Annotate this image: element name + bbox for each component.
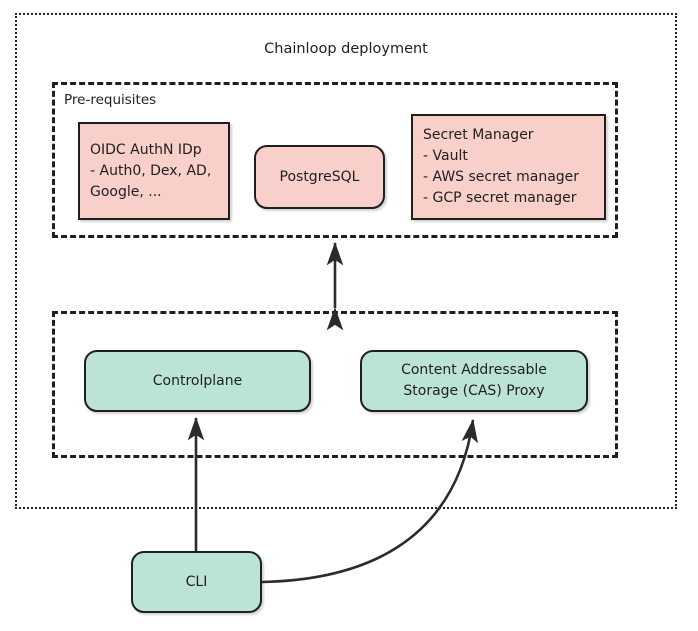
- node-cas-proxy-line-2: Storage (CAS) Proxy: [403, 383, 545, 399]
- node-secret-manager-line-1: Secret Manager: [423, 127, 534, 143]
- node-postgresql-label: PostgreSQL: [279, 168, 360, 185]
- node-cli[interactable]: CLI: [131, 551, 262, 613]
- node-secret-manager-line-2: - Vault: [423, 148, 468, 164]
- node-oidc-line-3: Google, ...: [90, 183, 162, 200]
- node-cas-proxy-line-1: Content Addressable: [401, 362, 547, 378]
- group-pre-requisites: [52, 82, 618, 238]
- group-pre-requisites-label: Pre-requisites: [64, 92, 157, 108]
- node-controlplane-label: Controlplane: [152, 372, 243, 389]
- node-postgresql[interactable]: PostgreSQL: [254, 145, 385, 209]
- node-secret-manager-line-3: - AWS secret manager: [423, 169, 580, 185]
- node-cas-proxy[interactable]: Content Addressable Storage (CAS) Proxy: [360, 350, 588, 412]
- node-oidc-authn-idp[interactable]: OIDC AuthN IDp - Auth0, Dex, AD, Google,…: [78, 122, 230, 220]
- node-oidc-line-1: OIDC AuthN IDp: [90, 141, 202, 158]
- node-cli-label: CLI: [185, 573, 208, 590]
- node-controlplane[interactable]: Controlplane: [84, 350, 311, 412]
- node-secret-manager[interactable]: Secret Manager - Vault - AWS secret mana…: [411, 114, 606, 220]
- node-oidc-line-2: - Auth0, Dex, AD,: [90, 162, 212, 179]
- deployment-title: Chainloop deployment: [264, 41, 428, 57]
- node-secret-manager-line-4: - GCP secret manager: [423, 190, 577, 206]
